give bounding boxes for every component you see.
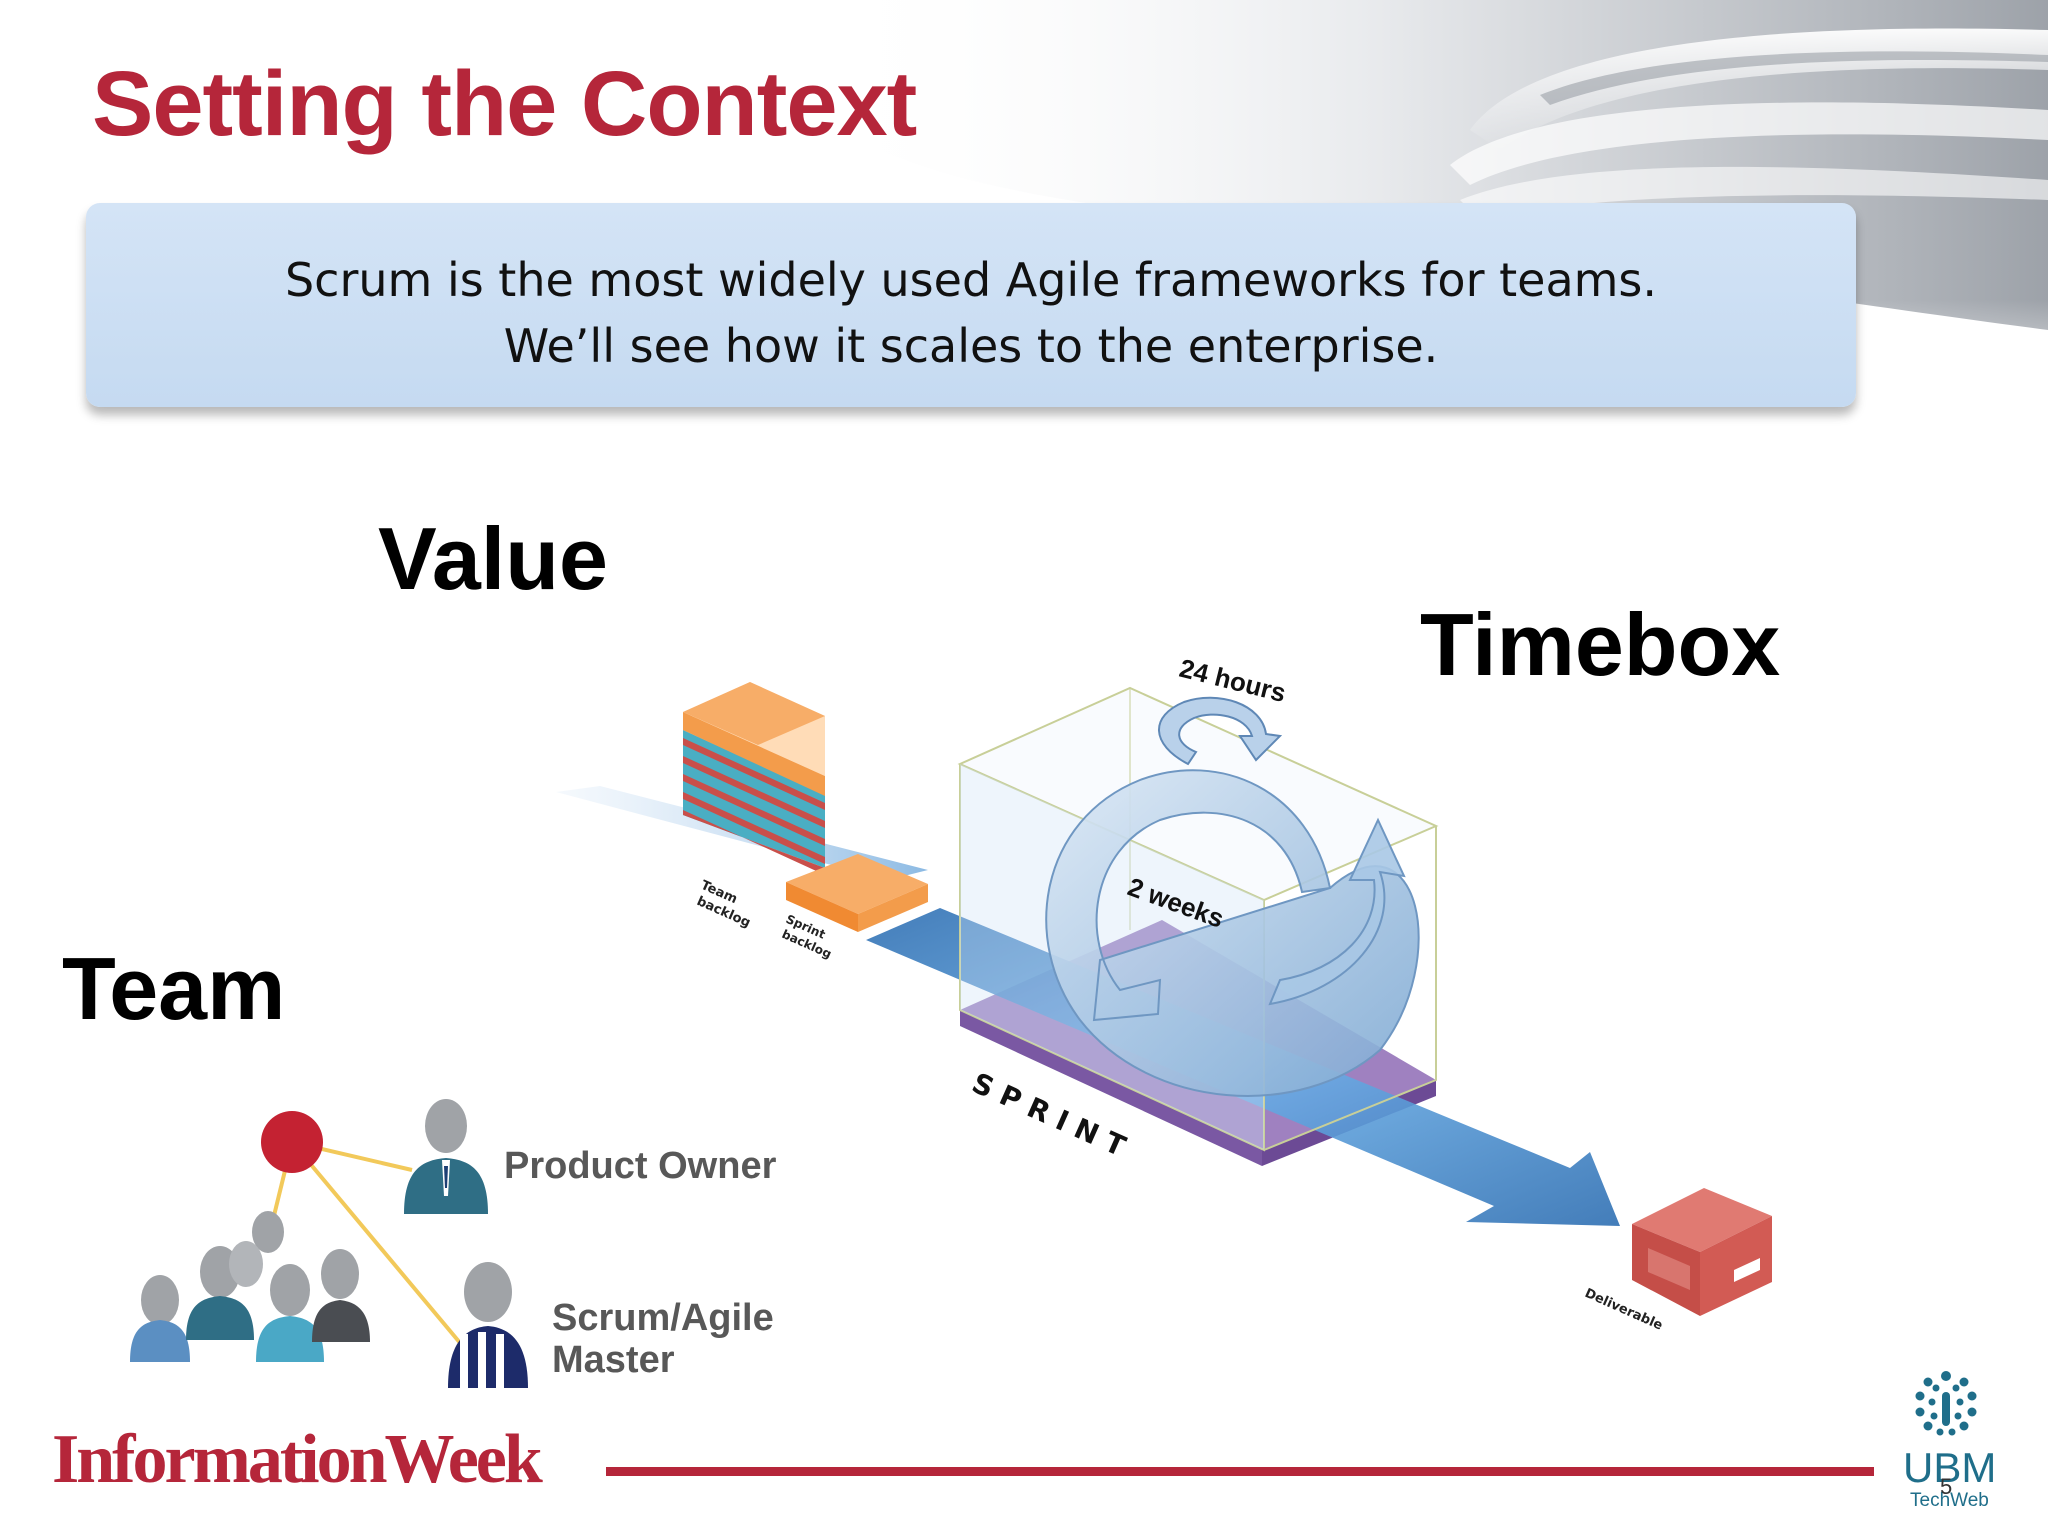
slide-title: Setting the Context xyxy=(92,53,917,155)
team-group-icon xyxy=(130,1211,370,1362)
deliverable-box xyxy=(1632,1188,1772,1316)
team-label: Team xyxy=(62,939,286,1038)
sprint-backlog-box xyxy=(786,854,928,932)
ubm-wordmark: UBM xyxy=(1903,1444,1997,1491)
scrum-master-label-1: Scrum/Agile xyxy=(552,1297,774,1339)
team-hub-dot xyxy=(261,1111,323,1173)
scrum-master-icon xyxy=(448,1262,528,1388)
callout-line-1: Scrum is the most widely used Agile fram… xyxy=(284,253,1658,307)
techweb-wordmark: TechWeb xyxy=(1910,1490,1989,1511)
callout-box: Scrum is the most widely used Agile fram… xyxy=(86,203,1856,407)
footer-divider xyxy=(606,1467,1874,1476)
product-owner-label: Product Owner xyxy=(504,1145,777,1187)
callout-line-2: We’ll see how it scales to the enterpris… xyxy=(503,319,1439,373)
sprint-loop-arrow xyxy=(1045,769,1420,1097)
timebox-label: Timebox xyxy=(1420,595,1781,694)
product-owner-icon xyxy=(404,1099,488,1214)
ubm-logo-icon xyxy=(1915,1371,1977,1436)
daily-loop-arrow xyxy=(1158,696,1283,766)
value-label: Value xyxy=(378,509,608,608)
scrum-master-label-2: Master xyxy=(552,1339,675,1381)
informationweek-logo: InformationWeek xyxy=(52,1421,543,1498)
team-backlog-stack xyxy=(683,682,825,875)
slide-number: 5 xyxy=(1940,1474,1953,1499)
